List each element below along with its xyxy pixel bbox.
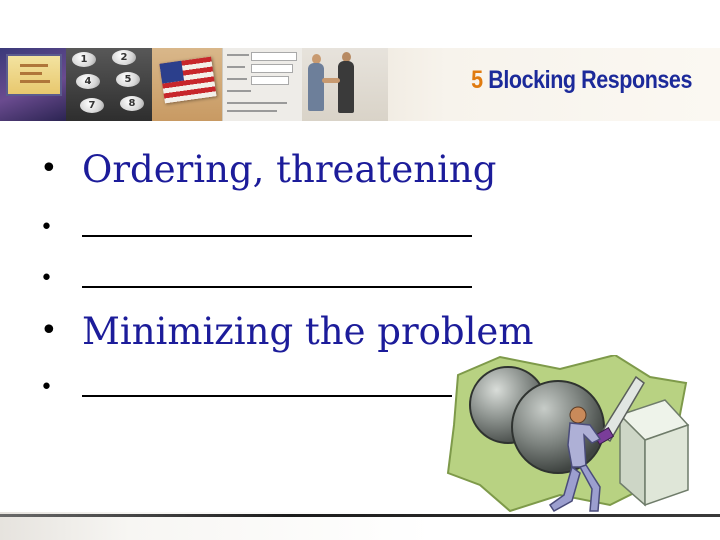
title-number: 5 — [471, 66, 483, 94]
bullet-dot: • — [40, 313, 58, 348]
bullet-text: Minimizing the problem — [82, 310, 534, 353]
stamp-icon — [152, 48, 222, 121]
blank-answer-line — [82, 235, 472, 237]
bullet-dot: • — [40, 266, 53, 291]
handshake-icon — [302, 48, 388, 121]
bullet-dot: • — [40, 375, 53, 400]
bullet-dot: • — [40, 151, 58, 186]
keypad-key: 2 — [112, 50, 136, 65]
footer-divider — [0, 514, 720, 517]
keypad-icon: 1 2 4 5 7 8 — [66, 48, 152, 121]
title-text: Blocking Responses — [482, 66, 692, 94]
bullet-text: Ordering, threatening — [82, 148, 497, 191]
keypad-key: 1 — [72, 52, 96, 67]
slide-title: 5 Blocking Responses — [415, 66, 692, 95]
boulder-pushing-clipart — [446, 355, 690, 513]
email-icon — [222, 48, 303, 121]
keypad-key: 5 — [116, 72, 140, 87]
blank-answer-line — [82, 395, 452, 397]
blank-answer-line — [82, 286, 472, 288]
bullet-dot: • — [40, 215, 53, 240]
keypad-key: 8 — [120, 96, 144, 111]
laptop-icon — [0, 48, 66, 121]
keypad-key: 7 — [80, 98, 104, 113]
title-banner: 1 2 4 5 7 8 5 Blocking Responses — [0, 48, 720, 121]
keypad-key: 4 — [76, 74, 100, 89]
